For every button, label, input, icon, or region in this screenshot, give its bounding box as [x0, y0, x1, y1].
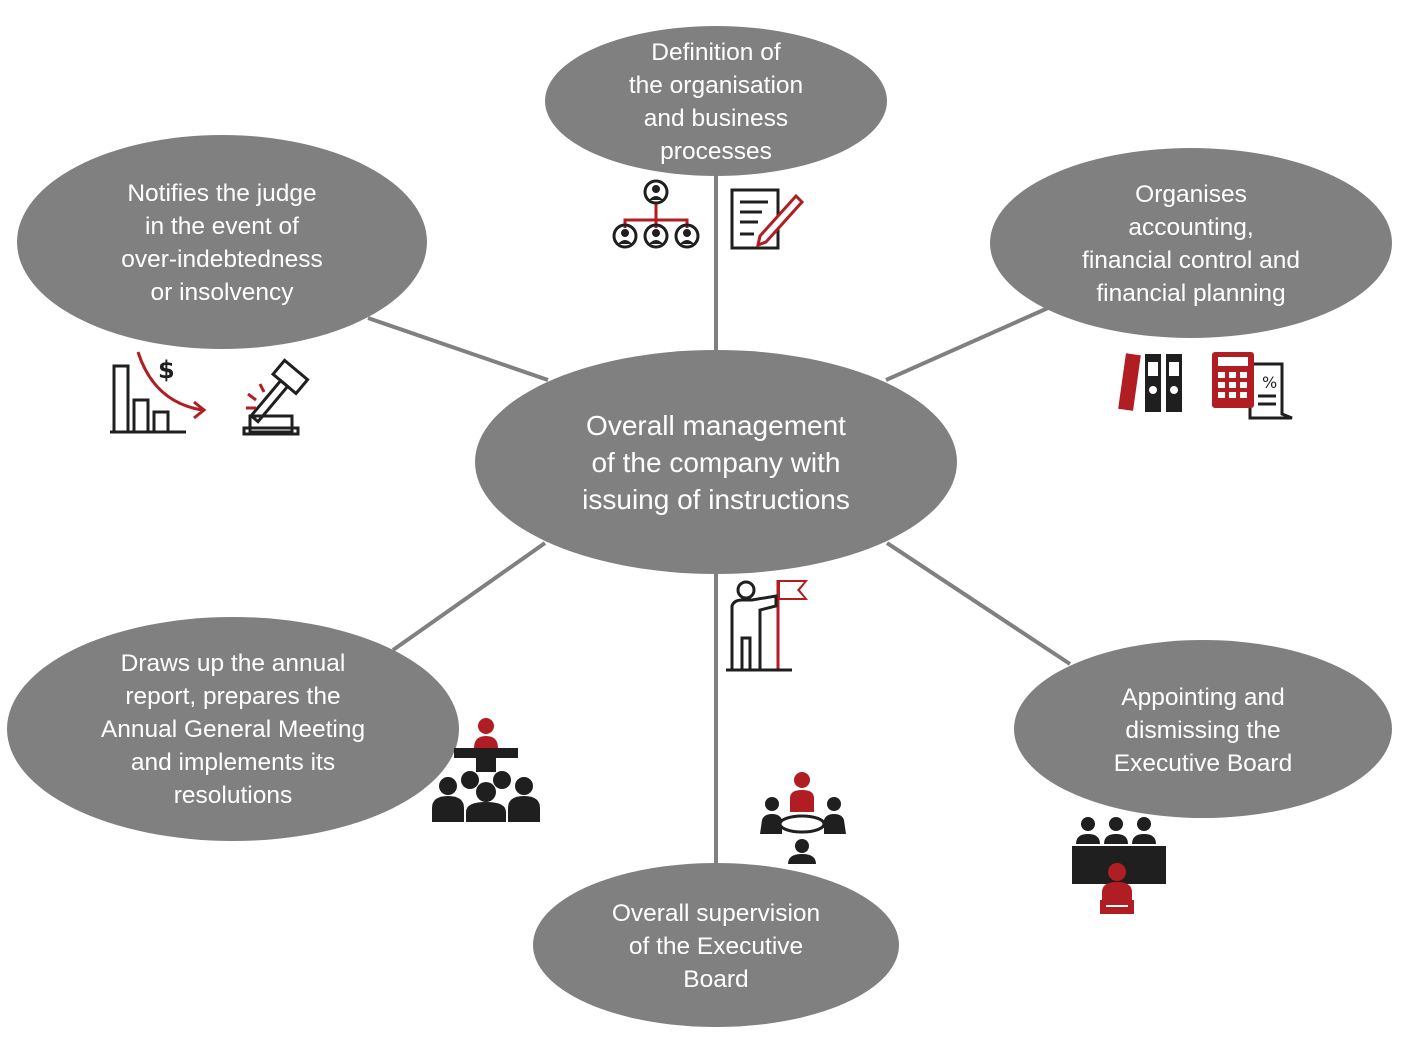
- org-chart-icon: [612, 179, 700, 249]
- node-notifies: [17, 135, 427, 349]
- node-center-label: Overall management of the company with i…: [582, 409, 850, 515]
- node-definition-label: Definition of the organisation and busin…: [628, 38, 804, 165]
- node-definition: [545, 26, 887, 176]
- node-appointing: [1014, 640, 1392, 818]
- connectors: [367, 175, 1072, 864]
- meeting-table-icon: [760, 772, 846, 864]
- leader-flag-icon: [726, 580, 808, 672]
- node-organises: [990, 148, 1392, 338]
- binders-icon: [1118, 353, 1182, 412]
- svg-text:%: %: [1262, 373, 1277, 392]
- node-center: [475, 350, 957, 574]
- node-annual: [7, 617, 459, 841]
- connector-annual: [391, 541, 547, 652]
- node-appointing-label: Appointing and dismissing the Executive …: [1113, 683, 1293, 777]
- board-panel-icon: [1072, 817, 1166, 914]
- declining-chart-icon: $: [110, 351, 207, 434]
- nodes: [7, 26, 1392, 1027]
- gavel-icon: [242, 358, 310, 436]
- node-supervision-label: Overall supervision of the Executive Boa…: [611, 899, 821, 993]
- node-annual-label: Draws up the annual report, prepares the…: [100, 649, 366, 809]
- connector-organises: [885, 306, 1049, 382]
- connector-notifies: [367, 316, 549, 382]
- node-organises-label: Organises accounting, financial control …: [1082, 180, 1300, 307]
- speaker-audience-icon: [432, 718, 540, 822]
- connector-appointing: [885, 541, 1072, 666]
- node-supervision: [533, 863, 899, 1027]
- node-notifies-label: Notifies the judge in the event of over-…: [121, 179, 323, 306]
- document-pen-icon: [730, 188, 805, 250]
- svg-text:$: $: [158, 356, 175, 384]
- calculator-icon: %: [1212, 352, 1293, 420]
